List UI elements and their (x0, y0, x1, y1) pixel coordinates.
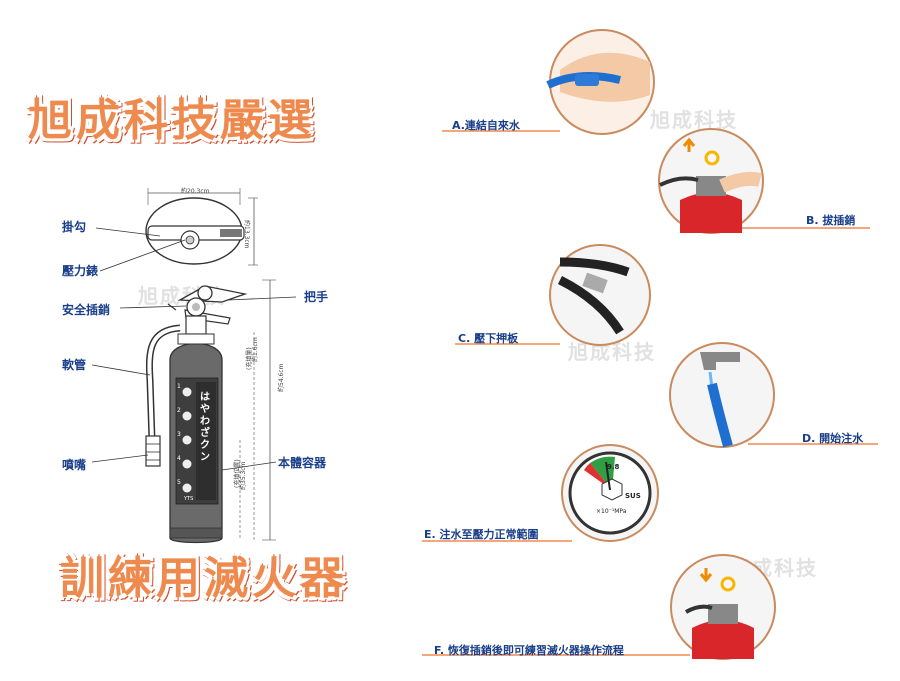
cylinder-panel-text: はやわざクン (200, 392, 210, 463)
cylinder-step-number: 4 (177, 455, 181, 462)
dimension-width: 約20.3cm (181, 188, 210, 195)
cylinder-step-number: 5 (177, 479, 181, 486)
label-hook: 掛勾 (62, 220, 87, 234)
label-nozzle: 噴嘴 (62, 458, 87, 472)
step-label-e: E. 注水至壓力正常範圍 (424, 528, 539, 541)
footer-title: 訓練用滅火器 (60, 553, 348, 604)
label-gauge: 壓力錶 (62, 264, 99, 278)
label-hose: 軟管 (62, 358, 87, 372)
label-handle: 把手 (304, 290, 329, 304)
header-title: 旭成科技嚴選 (28, 95, 316, 146)
label-body: 本體容器 (278, 456, 327, 470)
gauge-brand: SUS (625, 492, 641, 500)
step-label-c: C. 壓下押板 (458, 332, 519, 345)
step-label-a: A.連結自來水 (452, 119, 520, 132)
step-label-b: B. 拔插銷 (806, 214, 856, 227)
cylinder-step-number: 2 (177, 407, 181, 414)
cylinder-badge: YTS (184, 496, 194, 502)
dimension-depth: 約13.3cm (243, 220, 250, 249)
label-safety-pin: 安全插銷 (62, 303, 111, 317)
dimension-height: 約54.6cm (278, 363, 285, 392)
dimension-level-top: 約1.6cm (252, 337, 259, 362)
step-label-d: D. 開始注水 (802, 432, 864, 445)
cylinder-step-number: 3 (177, 431, 181, 438)
cylinder-step-number: 1 (177, 383, 181, 390)
gauge-value: 9.8 (607, 463, 620, 471)
gauge-unit: ×10⁻¹MPa (596, 508, 627, 515)
watermark: 旭成科技 (650, 108, 738, 132)
step-label-f: F. 恢復插銷後即可練習滅火器操作流程 (434, 644, 624, 657)
dimension-level-bottom: 約35.3cm (240, 461, 247, 490)
